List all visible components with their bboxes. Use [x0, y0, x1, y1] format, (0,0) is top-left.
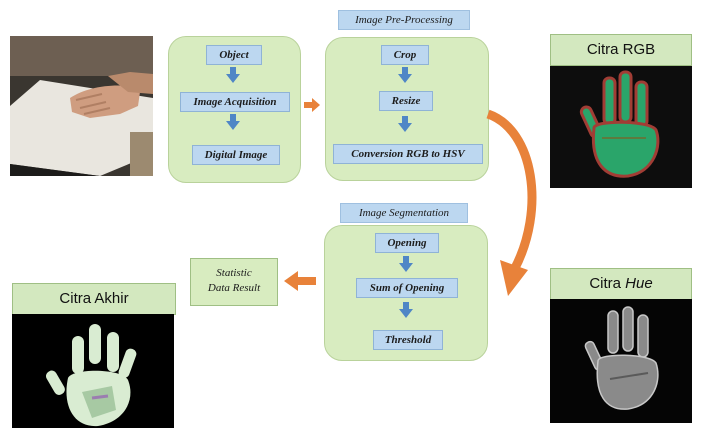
down-arrow-icon — [398, 116, 412, 132]
citra-rgb-label: Citra RGB — [550, 34, 692, 66]
left-arrow-icon — [284, 271, 316, 291]
step-opening: Opening — [375, 233, 439, 253]
step-sum-of-opening: Sum of Opening — [356, 278, 458, 298]
down-arrow-icon — [226, 67, 240, 83]
step-conversion-rgb-hsv: Conversion RGB to HSV — [333, 144, 483, 164]
citra-rgb-image — [550, 66, 692, 188]
step-digital-image: Digital Image — [192, 145, 280, 165]
result-line-2: Data Result — [207, 282, 261, 294]
down-arrow-icon — [398, 67, 412, 83]
curved-arrow-icon — [470, 100, 550, 300]
down-arrow-icon — [226, 114, 240, 130]
citra-akhir-label: Citra Akhir — [12, 283, 176, 315]
step-object: Object — [206, 45, 262, 65]
right-arrow-icon — [304, 98, 320, 112]
down-arrow-icon — [399, 302, 413, 318]
citra-hue-image — [550, 299, 692, 423]
step-threshold: Threshold — [373, 330, 443, 350]
down-arrow-icon — [399, 256, 413, 272]
scanner-hand-photo — [10, 36, 153, 176]
step-crop: Crop — [381, 45, 429, 65]
citra-hue-label-italic: Hue — [625, 275, 653, 292]
citra-hue-label: Citra Hue — [550, 268, 692, 300]
citra-hue-label-prefix: Citra — [589, 275, 621, 292]
statistic-data-result-box: Statistic Data Result — [190, 258, 278, 306]
step-image-acquisition: Image Acquisition — [180, 92, 290, 112]
citra-akhir-image — [12, 314, 174, 428]
preprocessing-title: Image Pre-Processing — [338, 10, 470, 30]
step-resize: Resize — [379, 91, 433, 111]
result-line-1: Statistic — [216, 267, 252, 279]
segmentation-title: Image Segmentation — [340, 203, 468, 223]
